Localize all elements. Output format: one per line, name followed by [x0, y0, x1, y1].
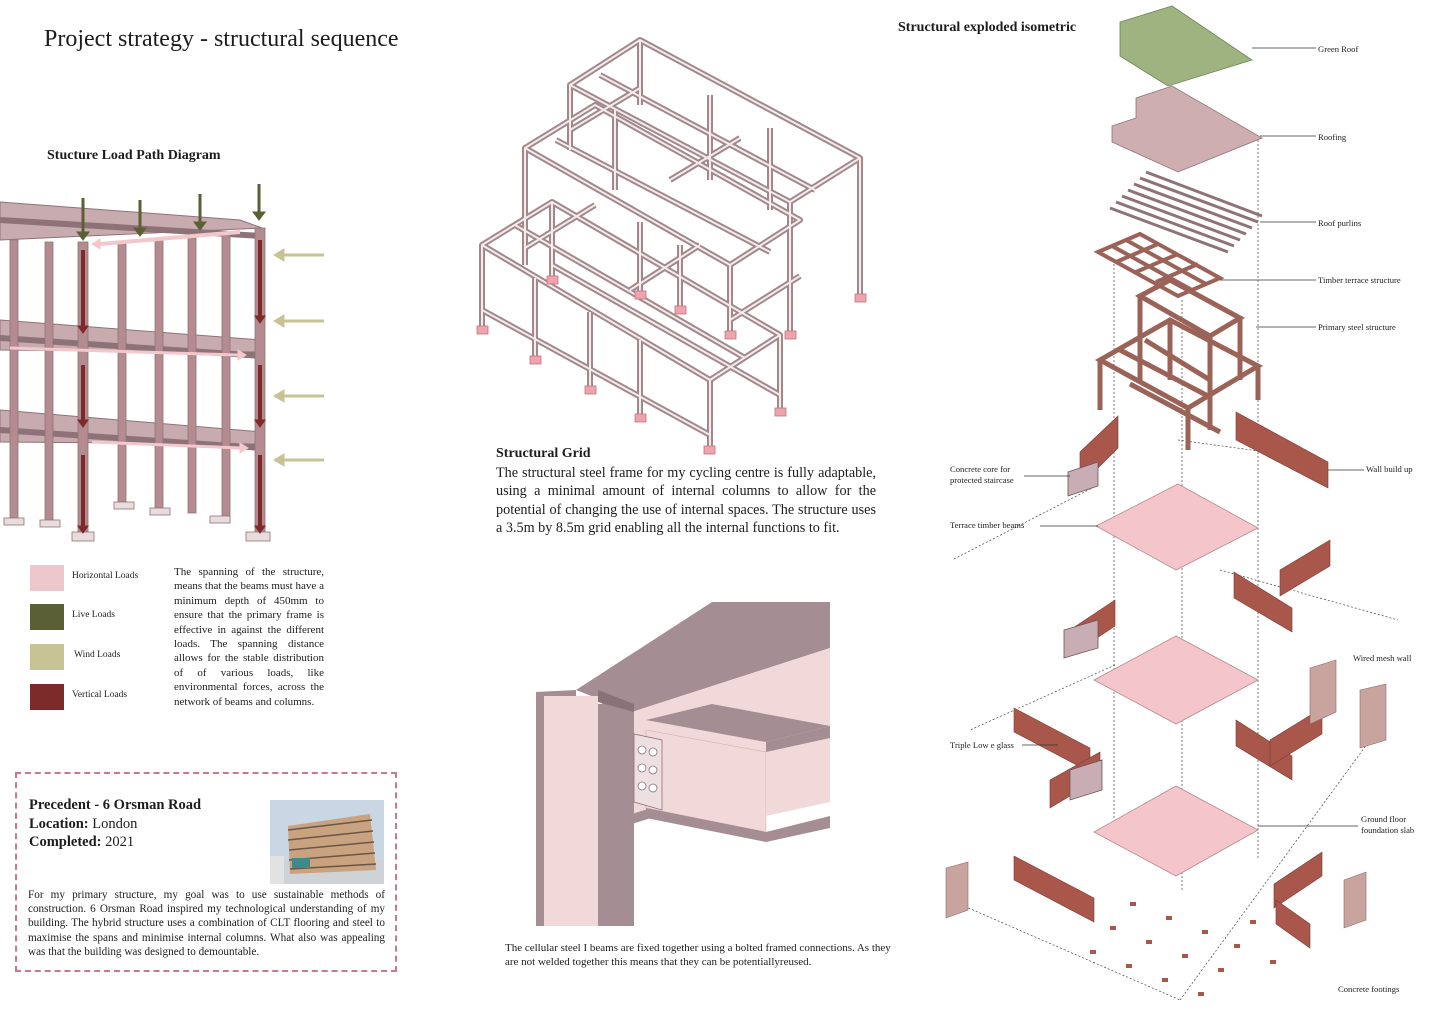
concrete-core	[1063, 461, 1103, 801]
load-description: The spanning of the structure, means tha…	[174, 566, 324, 708]
wind-load-arrows	[273, 248, 324, 467]
iso-label-timber-terrace: Timber terrace structure	[1318, 275, 1401, 285]
iso-label-wired-mesh: Wired mesh wall	[1353, 653, 1412, 663]
precedent-completed: Completed: 2021	[29, 834, 135, 850]
roofing-layer	[1111, 85, 1263, 173]
iso-label-wall-build-up: Wall build up	[1366, 464, 1413, 474]
exploded-isometric	[945, 5, 1399, 1001]
isometric-title: Structural exploded isometric	[898, 20, 1077, 35]
load-columns	[9, 227, 266, 535]
detail-caption: The cellular steel I beams are fixed tog…	[505, 942, 891, 968]
iso-label-concrete-footings: Concrete footings	[1338, 984, 1400, 994]
legend-swatch-wind	[30, 644, 64, 670]
legend-swatch-vertical	[30, 684, 64, 710]
iso-label-primary-steel: Primary steel structure	[1318, 322, 1396, 332]
legend-swatch-live	[30, 604, 64, 630]
structural-grid-text: The structural steel frame for my cyclin…	[496, 465, 876, 537]
bolted-connection-detail	[536, 602, 830, 926]
iso-label-roofing: Roofing	[1318, 132, 1347, 142]
iso-label-triple-glass: Triple Low e glass	[950, 740, 1014, 750]
vertical-load-arrows	[77, 240, 266, 534]
precedent-description: For my primary structure, my goal was to…	[28, 889, 385, 958]
floor-slabs	[1093, 483, 1259, 877]
footings-dots	[1090, 902, 1276, 996]
legend-label-wind: Wind Loads	[74, 650, 121, 660]
horizontal-load-arrows	[9, 230, 249, 454]
page-title: Project strategy - structural sequence	[44, 26, 399, 52]
precedent-photo	[270, 800, 384, 884]
load-path-diagram	[0, 184, 324, 542]
structural-grid-heading: Structural Grid	[496, 446, 591, 461]
precedent-box: Precedent - 6 Orsman Road Location: Lond…	[15, 772, 397, 972]
legend-label-live: Live Loads	[72, 610, 116, 620]
iso-label-terrace-timber-beams: Terrace timber beams	[950, 520, 1025, 530]
iso-leader-lines	[1022, 47, 1364, 827]
green-roof-layer	[1119, 5, 1253, 87]
iso-label-roof-purlins: Roof purlins	[1318, 218, 1362, 228]
precedent-location: Location: London	[29, 816, 138, 832]
precedent-title: Precedent - 6 Orsman Road	[29, 797, 202, 813]
load-frame-floors	[0, 201, 263, 451]
roof-purlins-layer	[1109, 170, 1263, 254]
mesh-walls	[945, 659, 1387, 929]
legend-label-vertical: Vertical Loads	[72, 690, 128, 700]
grid-footings	[476, 275, 867, 455]
load-footings	[3, 501, 271, 542]
legend-label-horizontal: Horizontal Loads	[72, 571, 139, 581]
primary-steel-layer	[1094, 277, 1264, 450]
iso-label-green-roof: Green Roof	[1318, 44, 1359, 54]
live-load-arrows	[76, 184, 266, 241]
structural-grid-axonometric	[476, 37, 867, 455]
load-path-title: Stucture Load Path Diagram	[47, 148, 221, 163]
iso-label-ground-floor-slab: Ground floor foundation slab	[1361, 814, 1415, 835]
iso-label-concrete-core: Concrete core for protected staircase	[950, 464, 1014, 485]
legend-swatch-horizontal	[30, 565, 64, 591]
